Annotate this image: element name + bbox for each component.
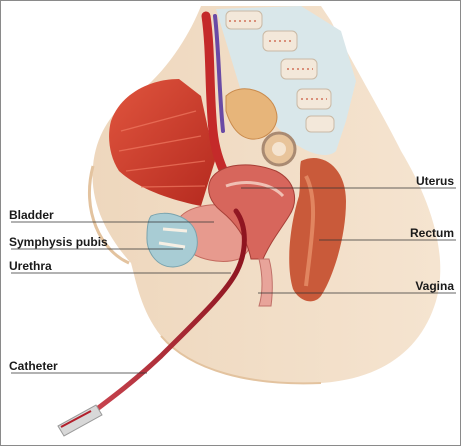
uterus-label: Uterus: [416, 174, 454, 188]
vagina-label: Vagina: [415, 279, 454, 293]
rectum-label: Rectum: [410, 226, 454, 240]
urethra-label: Urethra: [9, 259, 52, 273]
symphysis-pubis-label: Symphysis pubis: [9, 235, 108, 249]
catheter-label: Catheter: [9, 359, 58, 373]
bladder-label: Bladder: [9, 208, 54, 222]
